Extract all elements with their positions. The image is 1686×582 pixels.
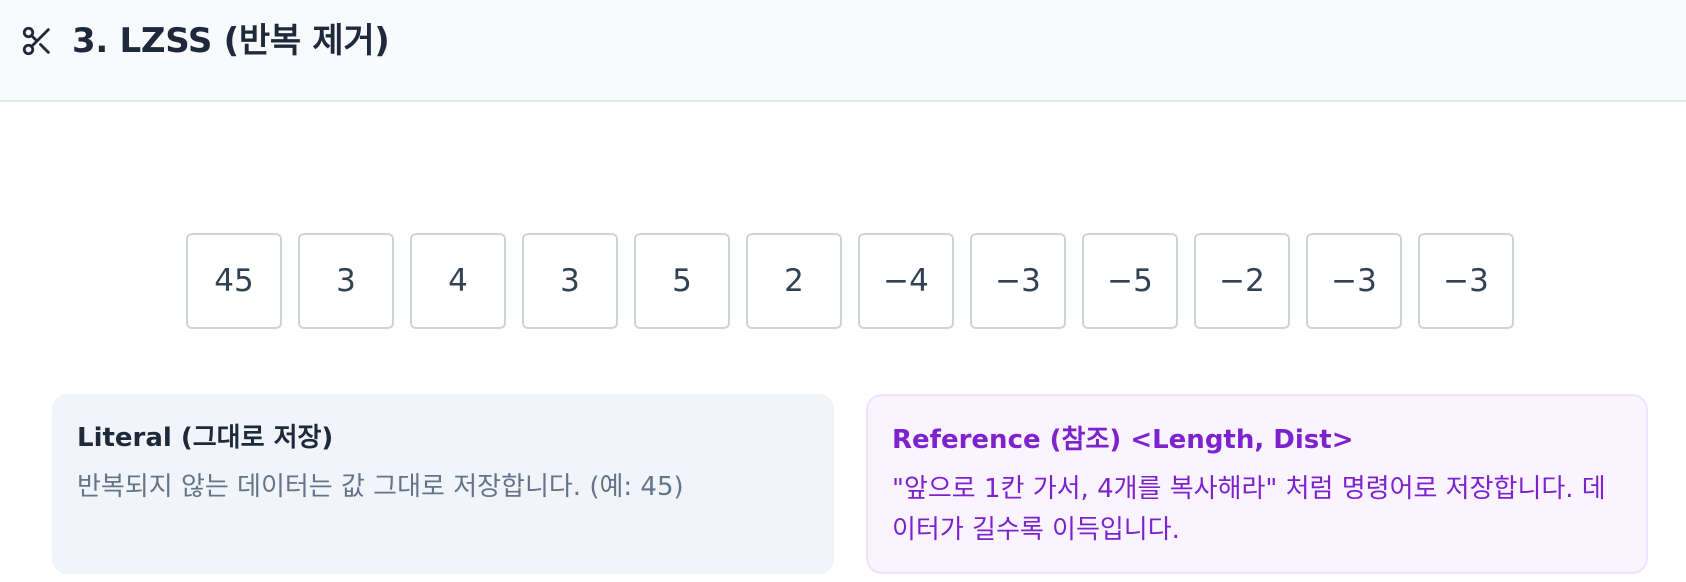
data-sequence: 45 3 4 3 5 2 −4 −3 −5 −2 −3 −3 <box>186 233 1514 329</box>
literal-card-description: 반복되지 않는 데이터는 값 그대로 저장합니다. (예: 45) <box>77 472 684 502</box>
sequence-cell: 4 <box>410 233 506 329</box>
section-title: 3. LZSS (반복 제거) <box>72 21 390 61</box>
sequence-cell: −3 <box>1306 233 1402 329</box>
section-header: 3. LZSS (반복 제거) <box>0 0 1686 102</box>
sequence-cell: 45 <box>186 233 282 329</box>
reference-card: Reference (참조) <Length, Dist> "앞으로 1칸 가서… <box>866 394 1648 574</box>
reference-card-title: Reference (참조) <Length, Dist> <box>892 425 1354 455</box>
sequence-cell: −5 <box>1082 233 1178 329</box>
sequence-cell: −3 <box>1418 233 1514 329</box>
literal-card-title: Literal (그대로 저장) <box>77 423 334 453</box>
scissors-icon <box>22 26 50 56</box>
sequence-cell: −4 <box>858 233 954 329</box>
literal-card: Literal (그대로 저장) 반복되지 않는 데이터는 값 그대로 저장합니… <box>52 394 834 574</box>
sequence-cell: 5 <box>634 233 730 329</box>
sequence-cell: 3 <box>298 233 394 329</box>
sequence-cell: −3 <box>970 233 1066 329</box>
sequence-cell: 2 <box>746 233 842 329</box>
sequence-cell: 3 <box>522 233 618 329</box>
sequence-cell: −2 <box>1194 233 1290 329</box>
reference-card-description: "앞으로 1칸 가서, 4개를 복사해라" 처럼 명령어로 저장합니다. 데이터… <box>892 474 1606 545</box>
